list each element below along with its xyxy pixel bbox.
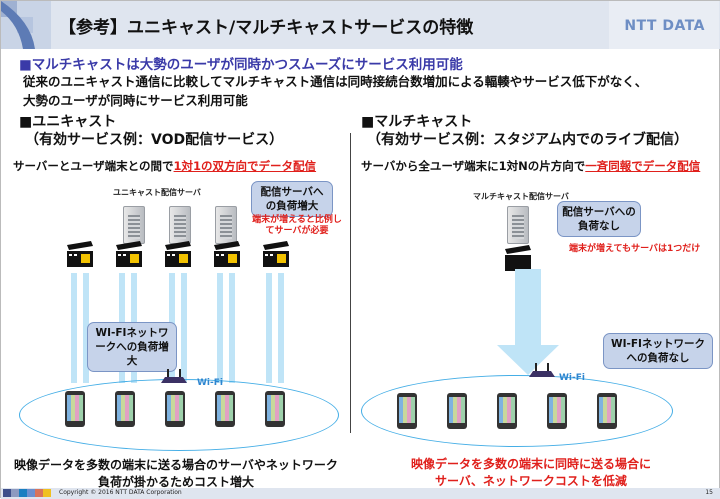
multicast-heading: ■マルチキャスト <box>361 114 473 130</box>
logo-area <box>609 1 719 49</box>
smartphone-icon <box>65 391 85 427</box>
unicast-conclusion: 映像データを多数の端末に送る場合のサーバやネットワーク 負荷が掛かるためコスト増… <box>14 458 338 489</box>
summary-text: 従来のユニキャスト通信に比較してマルチキャスト通信は同時接続台数増加による輻輳や… <box>23 72 647 110</box>
unicast-wifi-label: Wi-Fi <box>197 378 223 388</box>
unicast-example: （有効サービス例：VOD配信サービス） <box>25 132 284 148</box>
upstream-arrow <box>181 273 187 383</box>
clapperboard-icon <box>67 241 93 267</box>
footer-color-block <box>27 489 35 497</box>
smartphone-icon <box>397 393 417 429</box>
unicast-server-label: ユニキャスト配信サーバ <box>113 188 201 197</box>
summary-line-1: 従来のユニキャスト通信に比較してマルチキャスト通信は同時接続台数増加による輻輳や… <box>23 74 648 89</box>
unicast-heading: ■ユニキャスト <box>19 114 117 130</box>
multicast-wifi-label: Wi-Fi <box>559 373 585 383</box>
corner-decoration-icon <box>1 1 51 49</box>
summary-line-2: 大勢のユーザが同時にサービス利用可能 <box>23 93 248 108</box>
broadcast-arrow <box>497 269 559 375</box>
unicast-server-bubble: 配信サーバへの負荷増大 <box>251 181 333 217</box>
downstream-arrow <box>71 273 77 383</box>
smartphone-icon <box>547 393 567 429</box>
unicast-description-highlight: 1対1の双方向でデータ配信 <box>173 159 317 173</box>
smartphone-icon <box>265 391 285 427</box>
copyright: Copyright © 2016 NTT DATA Corporation <box>59 489 182 496</box>
unicast-description: サーバーとユーザ端末との間で1対1の双方向でデータ配信 <box>13 158 316 174</box>
smartphone-icon <box>115 391 135 427</box>
company-logo: NTT DATA <box>624 18 705 34</box>
section-divider <box>350 133 351 433</box>
multicast-description-highlight: 一斉同報でデータ配信 <box>585 159 701 173</box>
downstream-arrow <box>217 273 223 383</box>
smartphone-icon <box>447 393 467 429</box>
footer-color-block <box>43 489 51 497</box>
multicast-server-bubble: 配信サーバへの負荷なし <box>557 201 641 237</box>
smartphone-icon <box>215 391 235 427</box>
multicast-server-warning: 端末が増えてもサーバは1つだけ <box>569 244 701 254</box>
clapperboard-icon <box>165 241 191 267</box>
footer-color-block <box>35 489 43 497</box>
smartphone-icon <box>497 393 517 429</box>
server-icon <box>123 206 145 244</box>
multicast-server-label: マルチキャスト配信サーバ <box>473 192 569 201</box>
header-bar <box>1 1 720 49</box>
smartphone-icon <box>597 393 617 429</box>
headline: ■マルチキャストは大勢のユーザが同時かつスムーズにサービス利用可能 <box>19 57 463 73</box>
multicast-wifi-bubble: WI-FIネットワークへの負荷なし <box>603 333 713 369</box>
server-icon <box>169 206 191 244</box>
clapperboard-icon <box>214 241 240 267</box>
footer-bar <box>1 488 720 499</box>
router-icon <box>529 363 555 377</box>
page-number: 15 <box>705 489 713 496</box>
clapperboard-icon <box>116 241 142 267</box>
unicast-wifi-bubble: WI-FIネットワークへの負荷増大 <box>87 322 177 372</box>
wifi-coverage-area <box>361 375 673 447</box>
server-icon <box>215 206 237 244</box>
server-icon <box>507 206 529 244</box>
upstream-arrow <box>278 273 284 383</box>
downstream-arrow <box>266 273 272 383</box>
clapperboard-icon <box>505 245 531 271</box>
unicast-server-warning: 端末が増えると比例し てサーバが必要 <box>252 215 342 236</box>
upstream-arrow <box>229 273 235 383</box>
footer-color-block <box>19 489 27 497</box>
multicast-description-prefix: サーバから全ユーザ端末に1対Nの片方向で <box>361 159 586 173</box>
router-icon <box>161 369 187 383</box>
footer-color-block <box>3 489 11 497</box>
clapperboard-icon <box>263 241 289 267</box>
unicast-description-prefix: サーバーとユーザ端末との間で <box>13 159 174 173</box>
multicast-conclusion: 映像データを多数の端末に同時に送る場合に サーバ、ネットワークコストを低減 <box>410 457 651 488</box>
footer-color-block <box>11 489 19 497</box>
smartphone-icon <box>165 391 185 427</box>
upstream-arrow <box>83 273 89 383</box>
multicast-description: サーバから全ユーザ端末に1対Nの片方向で一斉同報でデータ配信 <box>361 158 700 174</box>
slide-title: 【参考】ユニキャスト/マルチキャストサービスの特徴 <box>59 18 474 38</box>
multicast-example: （有効サービス例：スタジアム内でのライブ配信） <box>367 132 689 148</box>
